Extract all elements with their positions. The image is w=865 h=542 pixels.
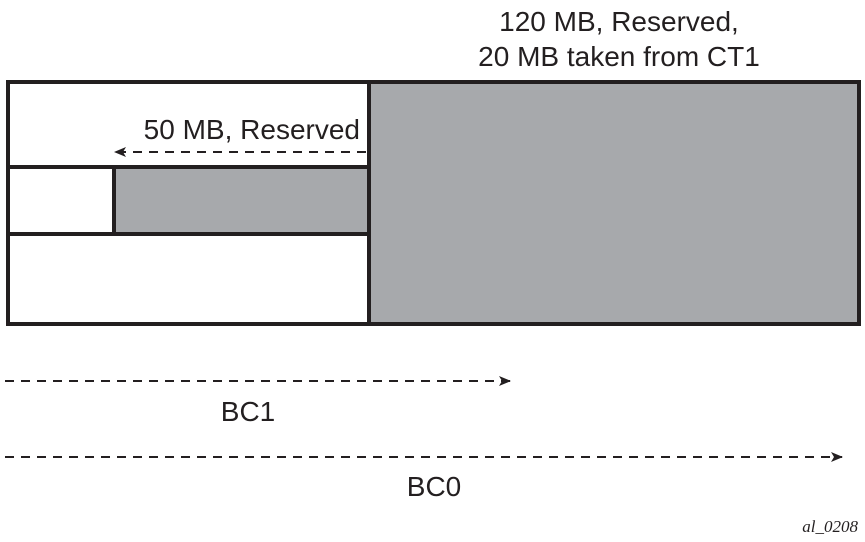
bc0-label: BC0 <box>407 471 461 502</box>
ct0-label-line2: 20 MB taken from CT1 <box>478 41 760 72</box>
ct0-label-line1: 120 MB, Reserved, <box>499 6 739 37</box>
outer-box <box>6 80 861 326</box>
reserved-50-label: 50 MB, Reserved <box>144 114 360 145</box>
figure-id: al_0208 <box>802 517 858 536</box>
ct0-reserved-block <box>369 82 859 324</box>
ct1-reserved-block <box>114 167 369 234</box>
bc1-label: BC1 <box>221 396 275 427</box>
